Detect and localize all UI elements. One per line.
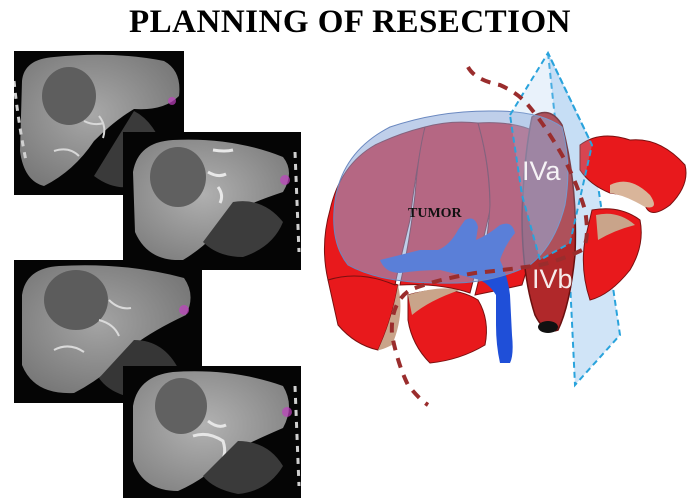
tumor-region [333, 110, 569, 284]
left-lateral-lobe [579, 135, 687, 213]
liver-resection-diagram: TUMOR IVa IVb [323, 50, 687, 407]
resection-plane [547, 52, 622, 388]
tumor-label: TUMOR [408, 206, 463, 221]
ct-scan-image [123, 366, 301, 498]
ct-scan-image [123, 132, 301, 270]
page-title: PLANNING OF RESECTION [129, 4, 571, 40]
resection-plane-front [508, 50, 594, 262]
segment-ivb-label: IVb [532, 264, 573, 294]
transection-line [389, 65, 589, 407]
lower-middle-segment [407, 289, 487, 364]
segment-iva-label: IVa [522, 156, 562, 186]
